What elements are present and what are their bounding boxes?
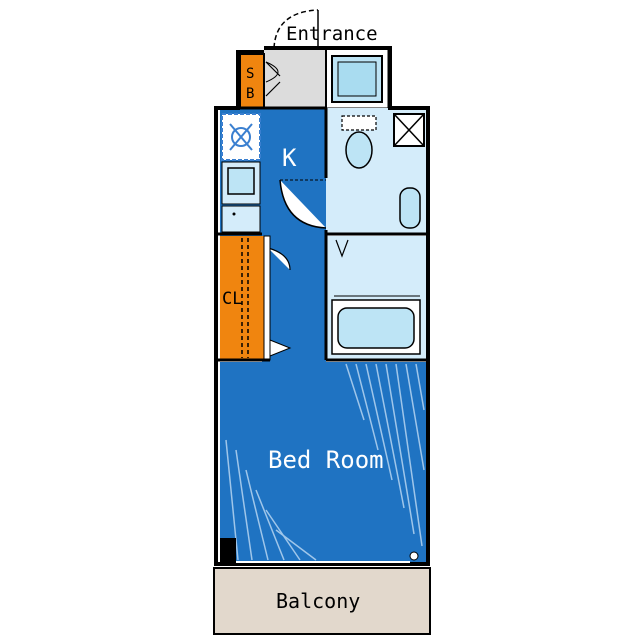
shoe-box-label-s: S xyxy=(246,66,254,82)
toilet-icon xyxy=(341,115,377,169)
closet-label: CL xyxy=(222,289,242,309)
column xyxy=(220,538,236,562)
stove-burner-icon xyxy=(229,123,253,151)
washbasin-icon xyxy=(399,187,421,229)
walls xyxy=(214,46,430,566)
entrance-door xyxy=(273,9,319,49)
bedroom-label: Bed Room xyxy=(268,446,384,474)
bathroom-door-swing xyxy=(335,239,349,258)
ac-outlet xyxy=(409,551,419,561)
bedroom-window-light xyxy=(225,363,425,561)
refrigerator-space xyxy=(221,205,261,233)
balcony-floor xyxy=(213,567,431,635)
closet-door-swing xyxy=(269,339,292,357)
entrance-label: Entrance xyxy=(286,23,378,45)
balcony-label: Balcony xyxy=(276,589,360,613)
bathroom-door xyxy=(279,179,327,229)
shoe-box-label-b: B xyxy=(246,86,254,102)
kitchen-label: K xyxy=(282,144,297,172)
shoe-box-door xyxy=(265,61,281,97)
